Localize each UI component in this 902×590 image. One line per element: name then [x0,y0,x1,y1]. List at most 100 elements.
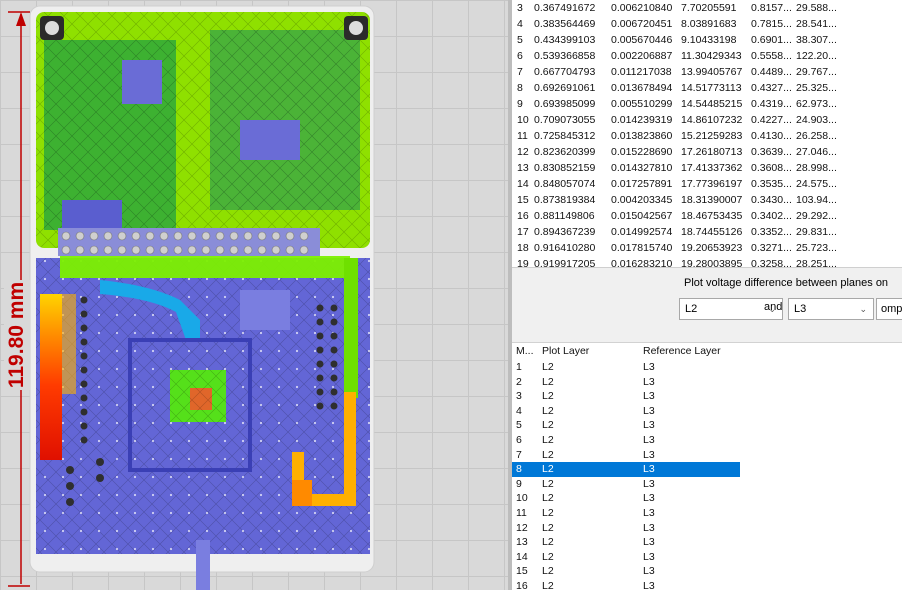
panel-splitter[interactable] [508,0,512,590]
table-cell: 9 [517,98,523,110]
plane-a-value: L2 [685,303,698,315]
table-cell: 0.014239319 [611,114,673,126]
list-cell: L3 [643,404,655,417]
table-cell: 0.016283210 [611,258,673,268]
table-cell: 0.015042567 [611,210,673,222]
table-cell: 18 [517,242,529,254]
table-cell: 5 [517,34,523,46]
plane-a-select[interactable]: L2 ⌄ [679,298,783,320]
table-cell: 0.830852159 [534,162,596,174]
list-cell: L2 [542,419,554,432]
table-cell: 0.3430... [751,194,792,206]
table-cell: 0.539366858 [534,50,596,62]
list-cell: L2 [542,492,554,505]
table-cell: 24.575... [796,178,837,190]
header-plot-layer[interactable]: Plot Layer [542,345,590,357]
list-cell: L3 [643,477,655,490]
table-cell: 25.325... [796,82,837,94]
list-cell: 15 [516,565,528,578]
table-cell: 0.8157... [751,2,792,14]
left-heat-strip [40,294,88,460]
table-cell: 0.367491672 [534,2,596,14]
list-cell: L3 [643,536,655,549]
table-cell: 0.015228690 [611,146,673,158]
pcb-render[interactable] [0,0,508,590]
header-reference-layer[interactable]: Reference Layer [643,345,721,357]
table-cell: 27.046... [796,146,837,158]
plot-controls-title: Plot voltage difference between planes o… [684,277,889,289]
list-cell: L2 [542,404,554,417]
table-cell: 29.292... [796,210,837,222]
table-cell: 14 [517,178,529,190]
compute-button[interactable]: ompu [876,298,902,320]
table-cell: 0.3271... [751,242,792,254]
table-cell: 0.725845312 [534,130,596,142]
list-cell: 5 [516,419,522,432]
table-cell: 19 [517,258,529,268]
table-cell: 10 [517,114,529,126]
plane-b-select[interactable]: L3 ⌄ [788,298,874,320]
table-cell: 0.7815... [751,18,792,30]
table-cell: 0.4130... [751,130,792,142]
table-cell: 0.002206887 [611,50,673,62]
table-cell: 29.588... [796,2,837,14]
table-cell: 0.3639... [751,146,792,158]
list-item[interactable]: 15 L2 L3 [512,564,740,579]
table-cell: 14.86107232 [681,114,743,126]
list-cell: L2 [542,433,554,446]
list-cell: L2 [542,477,554,490]
table-cell: 18.46753435 [681,210,743,222]
header-mode[interactable]: M... [516,345,534,357]
table-cell: 26.258... [796,130,837,142]
board-viewport[interactable]: 119.80 mm [0,0,508,590]
table-cell: 103.94... [796,194,837,206]
list-cell: L2 [542,565,554,578]
table-cell: 0.005510299 [611,98,673,110]
table-cell: 0.017257891 [611,178,673,190]
table-cell: 122.20... [796,50,837,62]
list-cell: L2 [542,579,554,590]
table-cell: 0.4227... [751,114,792,126]
list-cell: L3 [643,565,655,578]
table-cell: 19.20653923 [681,242,743,254]
list-cell: L2 [542,550,554,563]
list-cell: L2 [542,463,554,476]
table-cell: 13.99405767 [681,66,743,78]
table-cell: 0.5558... [751,50,792,62]
